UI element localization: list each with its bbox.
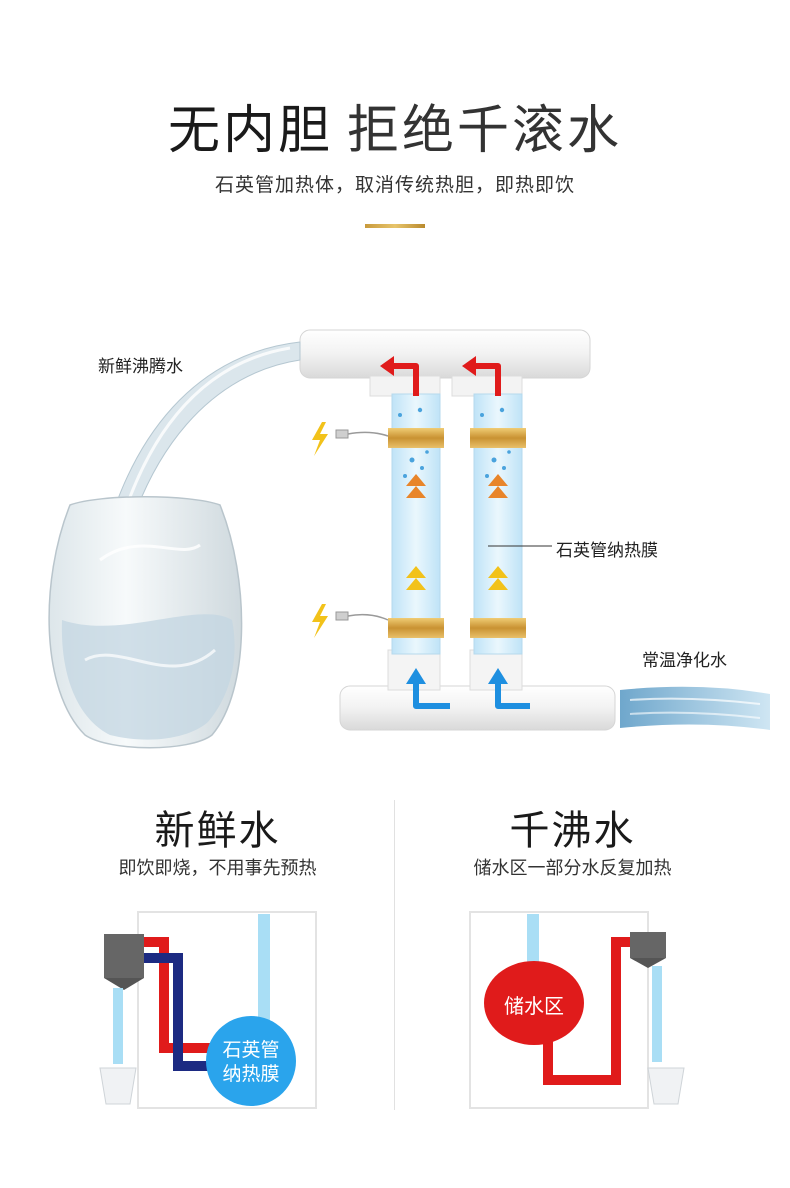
cold-flow-arrowheads-icon bbox=[406, 668, 508, 684]
title-part-2: 拒绝千滚水 bbox=[347, 101, 623, 161]
power-connector-lower bbox=[312, 604, 389, 638]
inflow-water-stream bbox=[620, 686, 770, 730]
boiled-water-desc: 储水区一部分水反复加热 bbox=[473, 858, 672, 879]
heating-diagram bbox=[48, 329, 770, 749]
room-temp-water-label: 常温净化水 bbox=[642, 651, 727, 671]
top-outlet-pipe bbox=[299, 329, 591, 397]
quartz-tube-left bbox=[388, 393, 444, 655]
boiled-water-illustration bbox=[469, 911, 685, 1109]
quartz-tube-right bbox=[470, 393, 526, 655]
fresh-water-illustration bbox=[99, 911, 317, 1109]
hot-flow-arrows-icon bbox=[392, 363, 501, 396]
page-subtitle: 石英管加热体，取消传统热胆，即热即饮 bbox=[214, 174, 575, 196]
boiled-water-title: 千沸水 bbox=[509, 808, 636, 854]
title-part-1: 无内胆 bbox=[167, 101, 333, 161]
membrane-label: 石英管纳热膜 bbox=[556, 541, 658, 561]
cold-flow-arrows-icon bbox=[413, 682, 530, 709]
power-connector-upper bbox=[312, 422, 389, 456]
page-title: 无内胆拒绝千滚水 bbox=[0, 88, 790, 163]
panel-divider bbox=[394, 800, 395, 1110]
bottom-inlet-pipe bbox=[339, 649, 616, 731]
hot-flow-arrowheads-icon bbox=[380, 356, 476, 376]
fresh-water-title: 新鲜水 bbox=[154, 808, 281, 854]
storage-zone-bubble: 储水区 bbox=[504, 994, 564, 1018]
membrane-bubble-line2: 纳热膜 bbox=[222, 1063, 280, 1085]
water-glass bbox=[48, 496, 243, 749]
fresh-water-desc: 即饮即烧，不用事先预热 bbox=[118, 858, 317, 879]
boiling-water-label: 新鲜沸腾水 bbox=[98, 357, 183, 377]
membrane-bubble-line1: 石英管 bbox=[222, 1039, 280, 1061]
orange-up-arrows-icon bbox=[406, 474, 508, 498]
accent-divider bbox=[365, 224, 425, 228]
membrane-bubble: 石英管 纳热膜 bbox=[206, 1038, 296, 1086]
yellow-up-arrows-icon bbox=[406, 566, 508, 590]
